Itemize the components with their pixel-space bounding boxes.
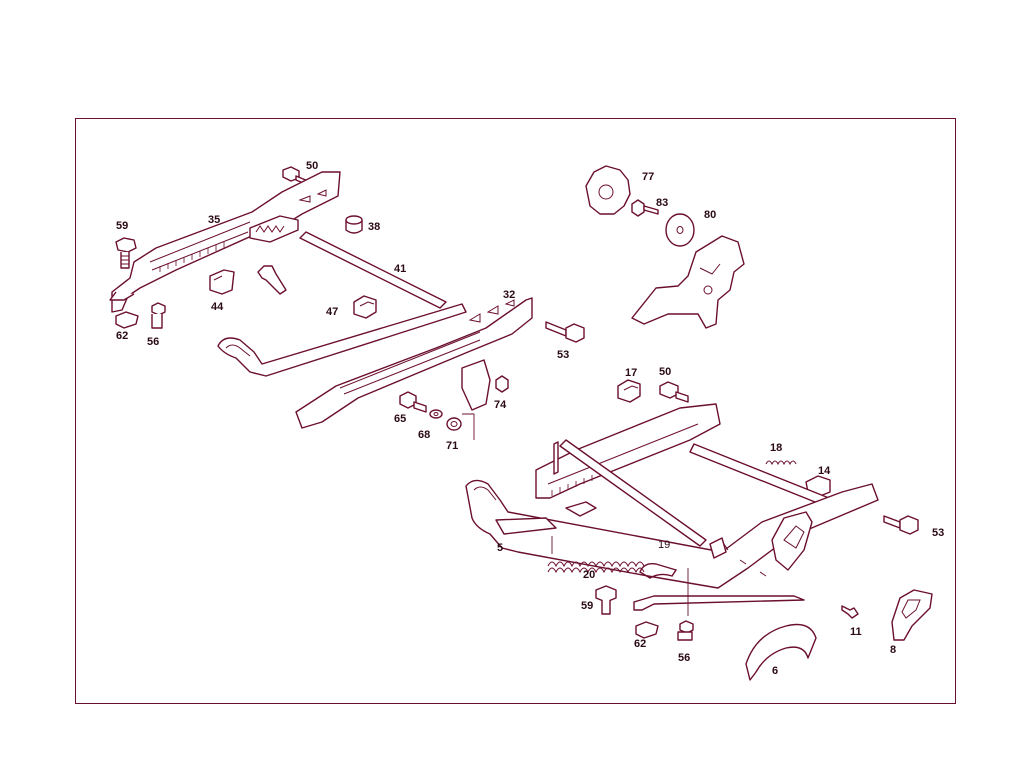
nut-62-lower [635,621,659,639]
washer-80 [665,213,695,247]
callout-19: 19 [658,539,670,551]
rail-32 [217,297,533,429]
callout-50-lower: 50 [659,366,671,378]
callout-38: 38 [368,221,380,233]
rail-35 [109,171,341,313]
callout-6: 6 [772,665,778,677]
release-rod [633,568,805,616]
bushing-17 [617,379,641,403]
callout-80: 80 [704,209,716,221]
callout-18: 18 [770,442,782,454]
callout-11: 11 [850,626,862,638]
callout-62-upper: 62 [116,330,128,342]
callout-83: 83 [656,197,668,209]
pin-11 [841,605,859,619]
handle-8 [891,589,933,641]
callout-35: 35 [208,214,220,226]
bolt-53-upper [545,321,585,343]
clip-74 [495,375,509,393]
recliner-bracket [631,235,745,329]
callout-71: 71 [446,440,458,452]
callout-59-lower: 59 [581,600,593,612]
crossbar-41 [299,231,447,309]
callout-14: 14 [818,465,831,477]
callout-74: 74 [494,399,507,411]
screw-83 [631,199,659,217]
callout-77: 77 [642,171,654,183]
bolt-59-upper [115,237,137,269]
bolt-56-upper [151,302,166,329]
callout-50-top: 50 [306,160,318,172]
callout-5: 5 [497,542,503,554]
callout-41: 41 [394,263,406,275]
callout-56-upper: 56 [147,336,159,348]
knob-77 [585,165,631,215]
clip-44 [209,269,235,295]
callout-32: 32 [503,289,515,301]
callout-17: 17 [625,367,637,379]
bushing-47 [353,295,377,319]
bolt-53-lower [883,515,919,535]
spring-20 [547,536,645,574]
callout-8: 8 [890,644,896,656]
callout-20: 20 [583,569,595,581]
bolt-59-lower [595,585,617,615]
bolt-50-lower [659,381,689,403]
callout-65: 65 [394,413,406,425]
callout-62-lower: 62 [634,638,646,650]
callout-68: 68 [418,429,430,441]
spring-19 [639,562,678,579]
trim-6 [745,623,817,681]
spring-18 [765,460,797,466]
callout-53-lower: 53 [932,527,944,539]
callout-47: 47 [326,306,338,318]
callout-56-lower: 56 [678,652,690,664]
bolt-56-lower [677,620,694,641]
diagram-frame [75,118,956,704]
cap-38 [345,215,363,234]
washer-71 [446,413,475,440]
seat-frame-lower [465,403,879,589]
bolt-65 [399,391,427,413]
callout-59-upper: 59 [116,220,128,232]
callout-44: 44 [211,301,224,313]
nut-62-upper [115,311,139,329]
washer-68 [429,409,443,419]
callout-53-upper: 53 [557,349,569,361]
